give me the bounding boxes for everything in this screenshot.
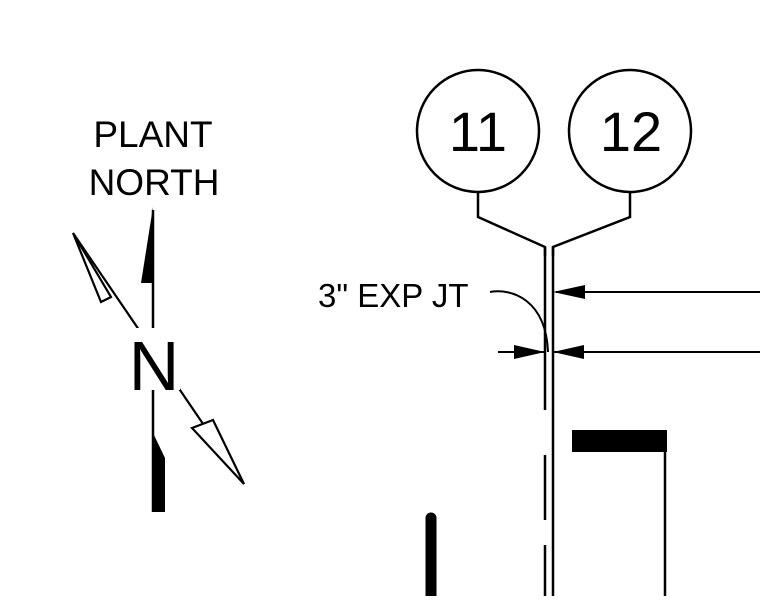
north-letter-backing <box>128 328 180 390</box>
callout-leader <box>489 290 549 353</box>
grid-leader-11 <box>476 192 547 256</box>
beam-section <box>572 430 667 452</box>
plant-north-symbol: PLANT NORTH N <box>71 114 245 512</box>
plant-north-label-line2: NORTH <box>89 162 220 203</box>
dimension-arrowhead-lower-right <box>553 345 584 359</box>
grid-leader-12 <box>551 192 632 256</box>
expansion-joint <box>543 247 555 596</box>
grid-bubble-label: 12 <box>600 100 662 163</box>
north-arrow-tail <box>153 433 165 512</box>
grid-bubble-11: 11 <box>415 68 541 194</box>
grid-bubble-label: 11 <box>449 100 507 163</box>
north-letter: N <box>129 327 180 405</box>
expansion-joint-callout: 3" EXP JT <box>318 277 469 314</box>
grid-bubble-12: 12 <box>567 68 693 194</box>
plant-north-label-line1: PLANT <box>93 114 212 155</box>
dimension-arrowhead-upper <box>553 285 585 299</box>
true-north-arrowhead <box>71 232 113 304</box>
north-arrowhead-top <box>141 207 153 283</box>
true-north-tail <box>190 418 245 485</box>
dimension-arrowhead-lower-left <box>514 345 545 359</box>
